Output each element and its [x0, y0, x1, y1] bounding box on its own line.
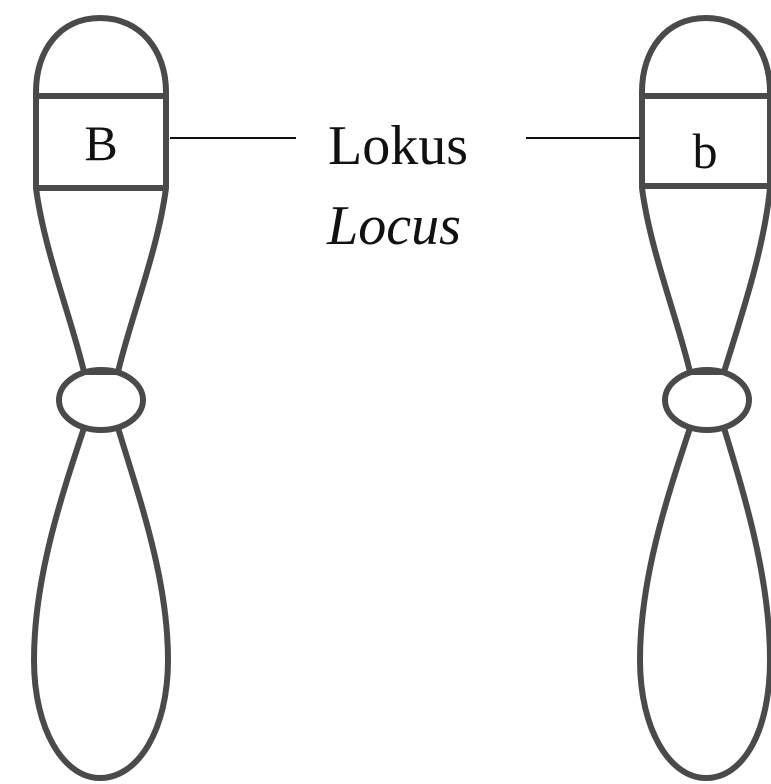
chromosome-right-upper-arm: [639, 15, 771, 375]
chromosome-left-centromere: [56, 367, 146, 433]
locus-label: Lokus: [328, 115, 468, 177]
chromosome-left-upper-arm: [33, 15, 169, 375]
chromosome-left-lower-arm: [31, 425, 171, 781]
locus-label-translation: Locus: [326, 195, 461, 257]
chromosome-right-centromere: [662, 367, 752, 433]
chromosome-right: b: [637, 15, 771, 781]
chromosome-right-lower-arm: [637, 425, 771, 781]
chromosome-left: B: [31, 15, 171, 781]
allele-label-right: b: [693, 123, 718, 179]
allele-label-left: B: [84, 115, 117, 171]
